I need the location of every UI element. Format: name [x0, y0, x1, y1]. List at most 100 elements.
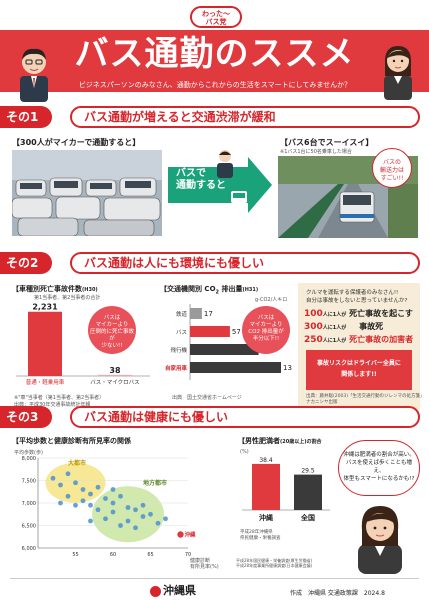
risk-intro-1: クルマを運転する保護者のみなさん!!	[306, 290, 399, 296]
accident-bar	[28, 311, 62, 376]
obesity-bar	[252, 463, 280, 510]
obesity-source: 平成28年沖縄県 県民健康・栄養調査	[240, 530, 281, 541]
y-tick-label: 7,000	[22, 501, 36, 507]
prefecture-point	[80, 498, 86, 504]
prefecture-point	[65, 471, 71, 477]
accident-chart-title: 【車種別死亡事故件数(H30)	[12, 285, 98, 293]
co2-bar-chart: 鉄道17バス57飛行機98自家用車130	[165, 304, 292, 380]
co2-unit: g-CO2/人キロ	[255, 297, 288, 303]
risk-source: 出典：藤井聡(2003)「生活交通行動のジレンマの処方箋」 ナカニシヤ出版	[306, 394, 425, 405]
accident-value-label: 2,231	[32, 303, 58, 312]
obesity-category-label: 沖縄	[259, 513, 273, 522]
obesity-value-label: 29.5	[301, 468, 315, 475]
co2-chart-title: 【交通機関別 CO2 排出量(H31)	[160, 285, 259, 296]
transport-capacity-note: バスの 輸送力は すごい!!	[372, 148, 412, 188]
bus-commute-caption: 【バス6台でスーイスイ】	[280, 138, 374, 147]
health-chart-title: 【平均歩数と健康診断有所見率の関係	[12, 437, 131, 445]
prefecture-point	[80, 487, 86, 492]
accident-footnote-2: 出典：平成30年交通事故統計年報	[14, 402, 91, 408]
bus-icon	[231, 191, 247, 206]
prefecture-point	[125, 518, 131, 524]
businessman-illustration	[20, 48, 48, 102]
bus-commute-note: ※1バス1台に50名乗車した場合	[280, 149, 352, 155]
health-source: 平成28年国民健康・栄養調査(厚生労働省) 平成28年度事業所健康調査(日本健康…	[236, 558, 313, 568]
header-band	[0, 30, 429, 92]
x-tick-label: 55	[72, 552, 78, 558]
y-tick-label: 7,500	[22, 479, 36, 485]
okinawa-point	[177, 531, 184, 538]
prefecture-point	[133, 525, 138, 531]
big-city-label: 大都市	[68, 459, 86, 467]
accident-chart-legend: 第1当事者、第2当事者の合計	[34, 295, 101, 301]
co2-bar	[190, 344, 259, 355]
okinawa-label: 沖縄	[185, 531, 197, 539]
prefecture-point	[118, 493, 123, 499]
rural-city-zone	[92, 486, 164, 543]
prefecture-point	[155, 520, 161, 526]
risk-banner: 事故リスクはドライバー全員に 関係します!!	[306, 350, 412, 390]
accident-footnote-1: ※"車"当事者（第1当事者、第2当事者）	[14, 395, 105, 401]
risk-intro-2: 自分は事故をしないと思っていませんか?	[306, 298, 408, 304]
y-tick-label: 6,000	[22, 546, 36, 552]
page-subtitle: ビジネスパーソンのみなさん、通勤からこれからの生活をスマートにしてみませんか？	[78, 81, 352, 89]
prefecture-point	[118, 523, 123, 528]
y-tick-label: 6,500	[22, 524, 36, 530]
accident-category-label: バス・マイクロバス	[90, 379, 139, 386]
footer-credit: 作成 沖縄県 交通政策課 2024.8	[290, 590, 385, 597]
nurse-illustration	[358, 506, 402, 574]
prefecture-point	[103, 496, 108, 501]
co2-category-label: 飛行機	[170, 346, 187, 354]
prefecture-point	[103, 516, 108, 522]
x-tick-label: 65	[147, 552, 153, 558]
section-3-title: バス通勤は健康にも優しい	[70, 406, 420, 428]
x-tick-label: 60	[110, 552, 116, 558]
accident-category-label: 普通・軽乗用車	[26, 378, 65, 386]
prefecture-point	[110, 500, 116, 506]
prefecture-point	[140, 514, 146, 519]
prefecture-point	[65, 493, 71, 499]
prefecture-point	[110, 509, 116, 515]
accident-bubble: バスは マイカーより 圧倒的に死亡事故が 少ない!!	[88, 306, 136, 354]
co2-source: 出典 国土交通省ホームページ	[172, 395, 242, 401]
section-3-label: その3	[0, 406, 52, 428]
prefecture-point	[58, 500, 63, 506]
obesity-unit: (%)	[240, 449, 249, 455]
prefecture-point	[88, 491, 93, 497]
prefecture-point	[88, 502, 93, 508]
co2-bubble: バスは マイカーより CO2 排出量が 半分以下!!	[242, 306, 290, 354]
x-tick-label: 70	[185, 552, 191, 558]
prefecture-point	[73, 480, 78, 486]
traffic-jam-photo	[12, 150, 162, 236]
prefecture-point	[95, 484, 101, 490]
co2-bar	[190, 308, 202, 319]
co2-category-label: 鉄道	[176, 310, 188, 318]
obesity-value-label: 38.4	[259, 457, 273, 464]
okinawa-emblem-icon	[150, 585, 161, 597]
prefecture-point	[58, 482, 63, 488]
co2-value-label: 130	[283, 364, 292, 372]
prefecture-point	[110, 487, 116, 492]
obesity-speech-bubble: 沖縄は肥満者の割合が高い。 バスを使えば歩くことも増え、 体型もスマートになるか…	[338, 440, 420, 496]
section-2-label: その2	[0, 252, 52, 274]
health-ylabel: 平均歩数(歩)	[14, 450, 43, 456]
obesity-category-label: 全国	[300, 513, 315, 522]
co2-category-label: 自家用車	[165, 364, 188, 372]
prefecture-point	[125, 505, 131, 510]
obesity-bar	[294, 474, 322, 510]
businesswoman-illustration	[384, 46, 412, 100]
commuter-icon	[217, 150, 233, 178]
co2-value-label: 57	[232, 328, 241, 336]
footer-divider	[10, 578, 419, 579]
prefecture-point	[133, 507, 138, 513]
prefecture-point	[50, 475, 56, 481]
bus-party-badge: わった〜 バス党	[190, 6, 242, 28]
prefecture-point	[73, 502, 78, 508]
obesity-bar-chart: 38.4 沖縄 29.5 全国	[242, 457, 330, 522]
arrow-text: バスで 通勤すると	[176, 168, 226, 191]
page-title: バス通勤のススメ	[74, 34, 355, 74]
risk-line-1: 100人に1人が 死亡事故を起こす	[304, 309, 413, 319]
prefecture-point	[148, 511, 153, 517]
co2-bar	[190, 326, 230, 337]
